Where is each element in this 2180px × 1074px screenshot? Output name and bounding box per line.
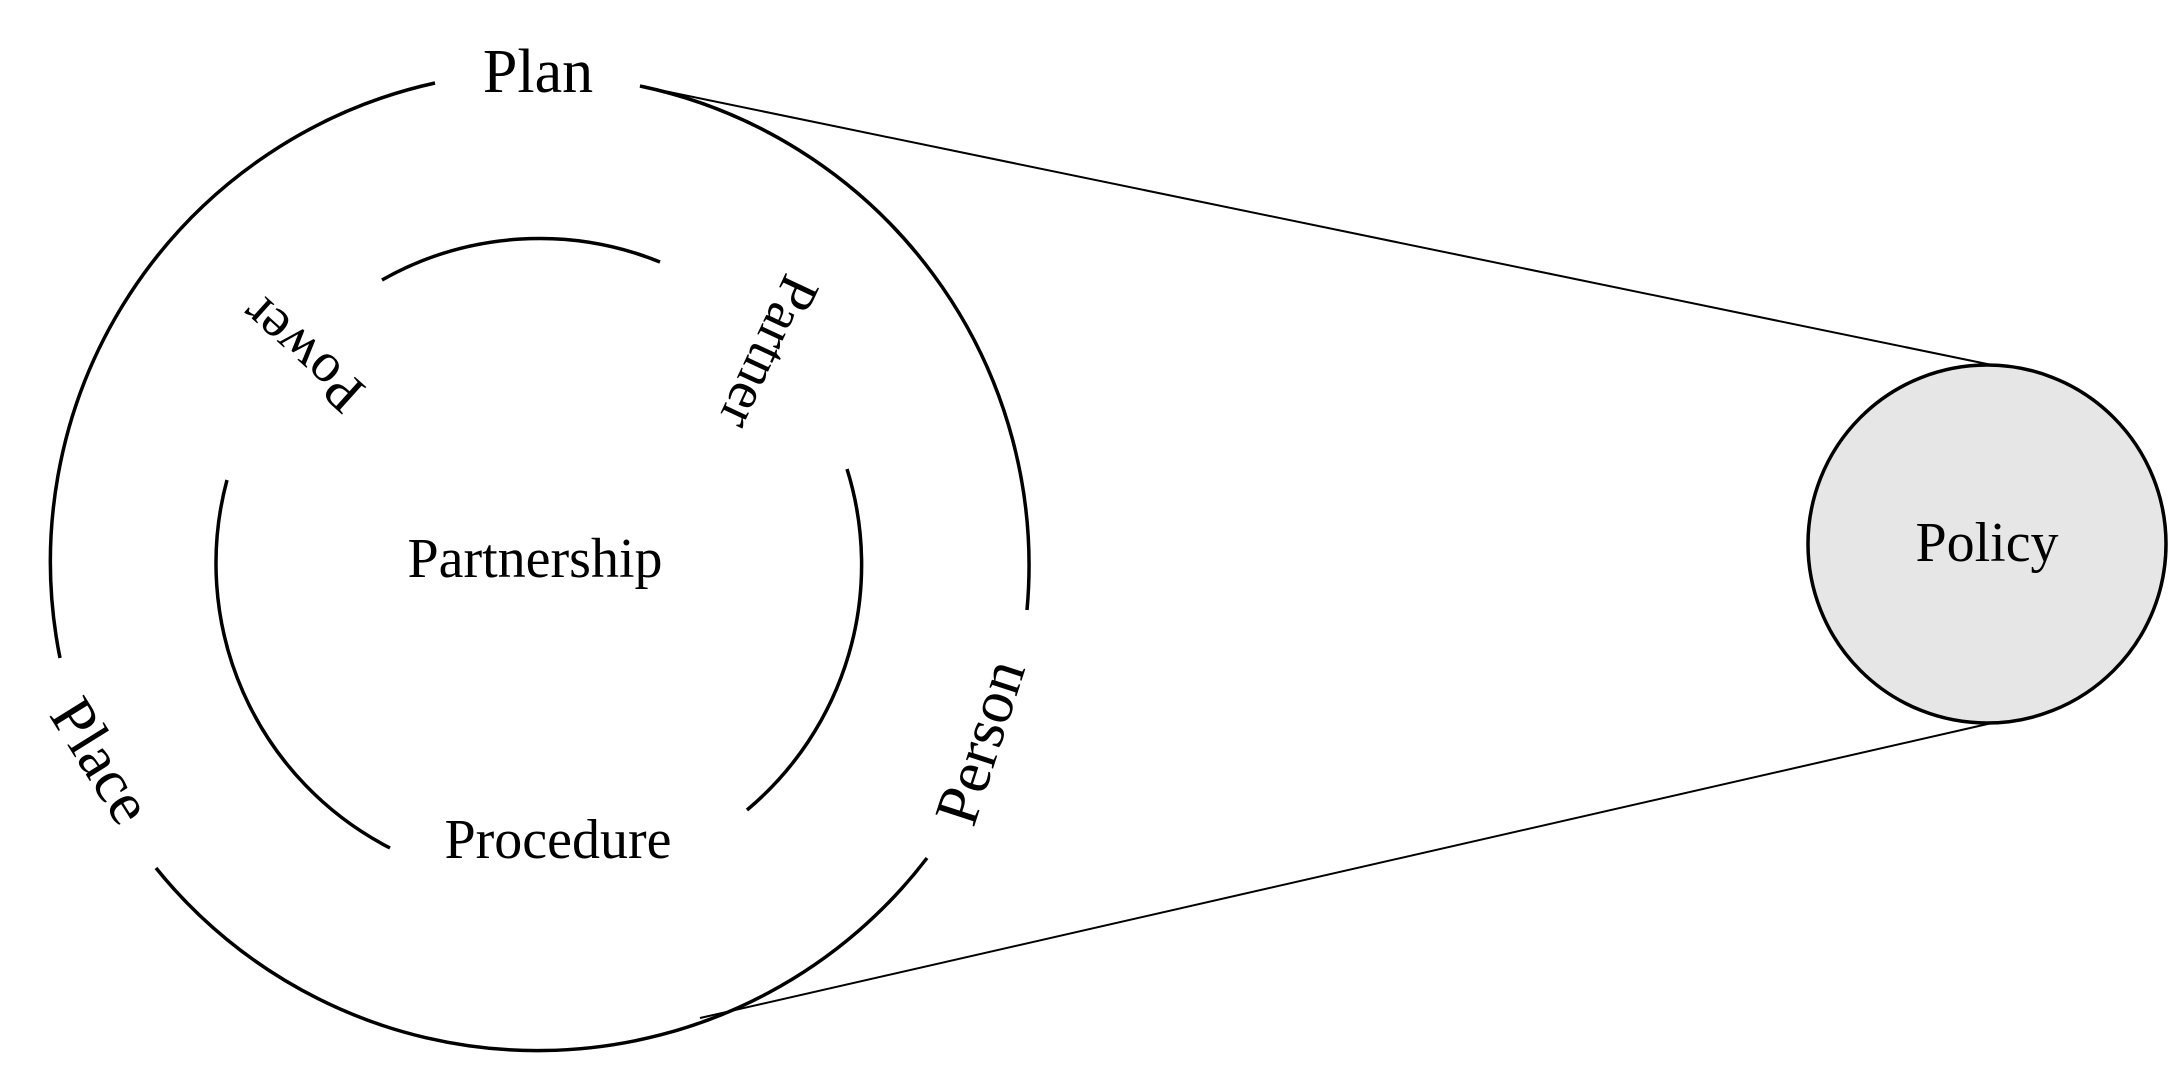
connector-line-top	[639, 85, 1993, 366]
inner-ring	[214, 236, 864, 850]
label-power: Power	[228, 283, 376, 425]
outer-arc-place-to-plan	[48, 81, 436, 659]
outer-arc-person-to-place	[154, 856, 929, 1053]
label-person: Person	[922, 651, 1039, 833]
inner-arc-procedure-to-power	[214, 479, 391, 850]
label-partner: Partner	[706, 266, 831, 439]
outer-ring	[48, 81, 1031, 1053]
label-partnership: Partnership	[407, 528, 662, 590]
connector-line-bottom	[699, 722, 1993, 1019]
inner-arc-power-to-partner	[381, 236, 661, 282]
outer-arc-plan-to-person	[639, 84, 1031, 611]
label-plan: Plan	[483, 38, 593, 106]
label-place: Place	[36, 686, 165, 836]
policy-node	[1806, 363, 2168, 725]
label-procedure: Procedure	[444, 809, 671, 871]
label-policy: Policy	[1915, 512, 2058, 574]
inner-arc-partner-to-procedure	[745, 468, 864, 812]
